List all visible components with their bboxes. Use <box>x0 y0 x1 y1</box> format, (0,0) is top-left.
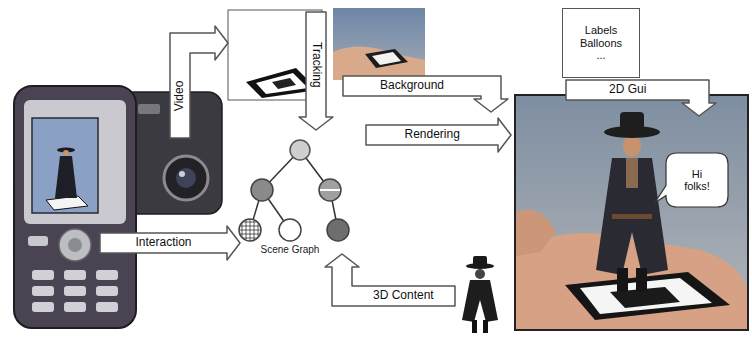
phone-key <box>32 270 54 280</box>
figure-coat <box>462 280 498 322</box>
phone-key <box>64 302 86 312</box>
result-thumb <box>516 210 556 257</box>
arrow-label: Tracking <box>309 42 323 88</box>
flow-arrow: 2D Gui <box>566 80 716 116</box>
tree-root <box>290 140 310 160</box>
cowboy-belt <box>612 214 652 219</box>
tracking-marker-inner <box>256 73 308 94</box>
arrow-body <box>325 254 455 306</box>
tracking-marker-pattern <box>272 78 296 89</box>
arrow-label: Interaction <box>136 236 192 250</box>
balloon-text: Hi folks! <box>678 168 716 193</box>
screen-marker <box>46 196 88 210</box>
flow-arrow: 3D Content <box>325 254 455 306</box>
phone-screen <box>32 118 98 213</box>
screen-figure-head <box>63 150 69 156</box>
flow-arrow: Background <box>343 76 508 112</box>
screen-figure <box>55 156 77 198</box>
tree-node <box>251 179 273 201</box>
phone-key <box>32 286 54 296</box>
cowboy-boot <box>636 268 647 292</box>
phone-key <box>64 286 86 296</box>
arrow-label: Video <box>173 80 187 110</box>
tree-node <box>319 179 341 201</box>
figure-leg <box>472 320 477 333</box>
cowboy-boot <box>617 268 628 292</box>
camera-lens-glass <box>176 168 196 188</box>
result-hand <box>516 233 747 329</box>
phone-flash <box>138 104 160 114</box>
cowboy-coat <box>596 158 668 275</box>
phone-navpad <box>59 229 91 261</box>
flow-arrow: Tracking <box>299 12 333 130</box>
tree-leaf <box>279 219 301 241</box>
cowboy-face <box>623 135 641 157</box>
photo-marker-inner <box>372 52 401 65</box>
phone-key <box>96 286 118 296</box>
phone-body <box>14 86 136 328</box>
phone-key <box>96 270 118 280</box>
arrow-body <box>343 76 508 112</box>
phone-key <box>96 302 118 312</box>
phone-key <box>32 302 54 312</box>
arrow-label: Background <box>380 79 444 93</box>
caption-label: Scene Graph <box>261 244 320 255</box>
figure-leg <box>483 320 488 333</box>
speech-balloon: Hi folks! <box>655 152 729 208</box>
result-image <box>515 95 748 330</box>
tree-leaf <box>327 219 349 241</box>
box-outline <box>563 9 640 78</box>
flow-arrow: Rendering <box>366 118 511 152</box>
phone-key <box>28 236 48 246</box>
balloon-outline <box>655 153 728 207</box>
tree-leaf <box>239 219 261 241</box>
arrow-label: 3D Content <box>373 289 434 303</box>
hand-photo <box>333 46 425 80</box>
lens-highlight <box>179 171 185 177</box>
cowboy-hat <box>620 112 644 132</box>
arrow-body <box>170 26 228 138</box>
tree-node-mark <box>320 189 340 191</box>
result-marker <box>565 272 730 320</box>
arrow-body <box>100 226 240 260</box>
phone-key <box>64 270 86 280</box>
speech-balloon-outline <box>655 152 729 208</box>
arrow-body <box>366 118 511 152</box>
background-photo <box>333 8 425 80</box>
camera-lens <box>164 156 208 200</box>
flow-arrow: Interaction <box>100 226 240 260</box>
figure-hat <box>473 256 487 266</box>
figure-head <box>475 269 485 279</box>
box-text: Labels Balloons ... <box>575 24 627 62</box>
cowboy-shirt <box>626 158 638 188</box>
arrow-body <box>299 12 333 130</box>
flow-arrow: Video <box>170 26 228 138</box>
arrow-body <box>566 80 716 116</box>
phone-navpad-center <box>68 238 82 252</box>
photo-marker <box>365 49 408 68</box>
arrow-label: 2D Gui <box>609 83 646 97</box>
phone-bezel <box>24 100 126 224</box>
arrow-label: Rendering <box>405 128 460 142</box>
gui-box: Labels Balloons ... <box>562 8 640 78</box>
